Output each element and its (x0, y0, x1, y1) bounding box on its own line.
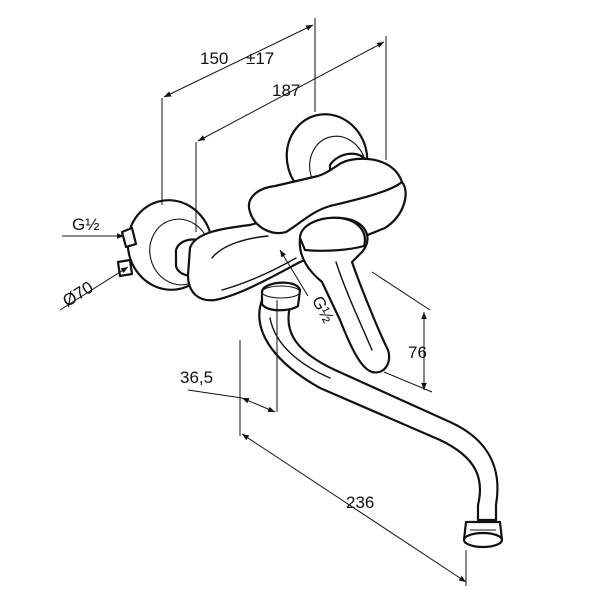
dim-36-5 (187, 300, 278, 436)
lever-handle (298, 216, 391, 374)
dim-diameter-label: Ø70 (59, 278, 96, 311)
dim-236 (241, 433, 467, 586)
spout-collar (260, 281, 302, 312)
dim-36-5-label: 36,5 (180, 368, 213, 387)
spout-aerator (462, 520, 504, 549)
dim-150-tolerance: ±17 (246, 49, 274, 68)
spout-pipe (258, 298, 499, 522)
dim-187-label: 187 (272, 81, 300, 100)
dim-diameter (59, 266, 129, 311)
dim-thread-left-label: G½ (72, 215, 99, 234)
dim-76 (371, 271, 433, 393)
dim-thread-center (279, 249, 309, 297)
mixer-body (186, 157, 407, 302)
dim-76-label: 76 (408, 343, 427, 362)
dim-236-label: 236 (346, 493, 374, 512)
dim-150-label: 150 (200, 49, 228, 68)
dim-187 (195, 36, 387, 232)
